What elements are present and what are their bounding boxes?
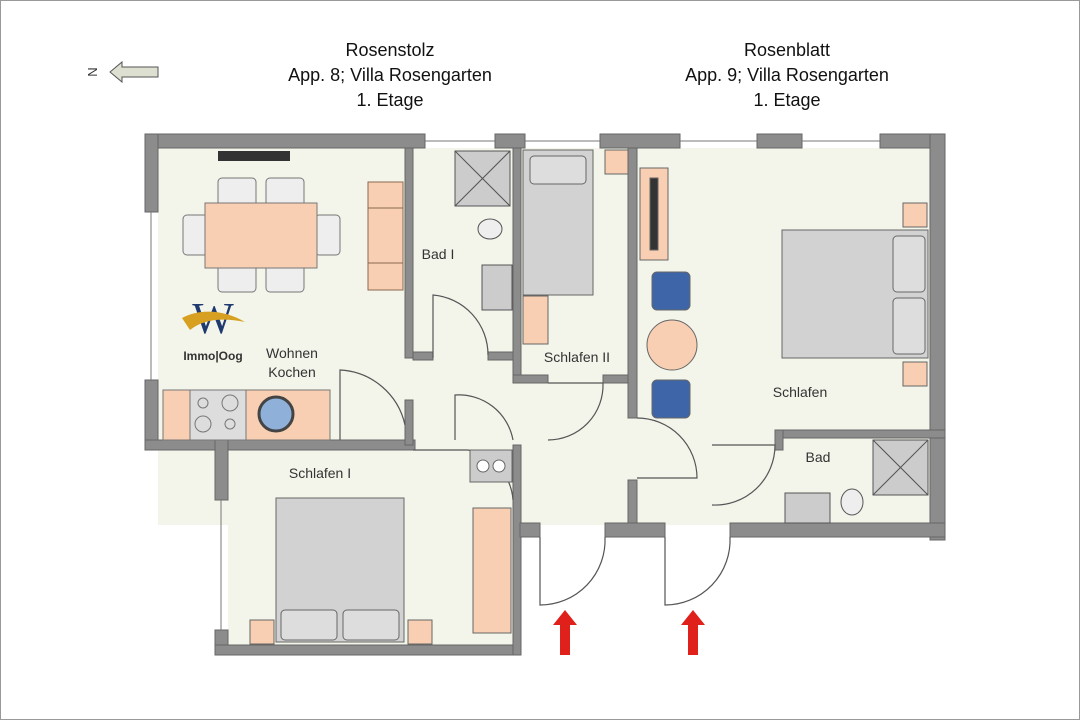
- windows: [150, 140, 880, 630]
- bad1-fixtures: [454, 150, 513, 311]
- apartment-unit: App. 9; Villa Rosengarten: [685, 65, 889, 85]
- room-label-bad1: Bad I: [422, 246, 455, 262]
- compass-label: N: [85, 67, 100, 76]
- apartment-8-title: Rosenstolz App. 8; Villa Rosengarten 1. …: [240, 38, 540, 113]
- room-label-schlafen2: Schlafen II: [544, 349, 610, 365]
- schlafen2-furniture: [522, 149, 629, 345]
- room-label-schlafen: Schlafen: [773, 384, 827, 400]
- entry-arrow-icon: [553, 610, 705, 655]
- sofa: [367, 181, 404, 291]
- room-label-bad: Bad: [806, 449, 831, 465]
- company-logo: W Immo|Oog: [182, 294, 245, 363]
- north-arrow-icon: N: [85, 60, 159, 84]
- dining-set: [182, 177, 341, 293]
- wardrobe-and-stove: [469, 449, 513, 634]
- double-bed: [249, 497, 433, 645]
- apartment-floor: 1. Etage: [753, 90, 821, 110]
- apartment-9-title: Rosenblatt App. 9; Villa Rosengarten 1. …: [637, 38, 937, 113]
- apartment-name: Rosenblatt: [743, 40, 831, 60]
- room-label-schlafen1: Schlafen I: [289, 465, 351, 481]
- tv-icon: [218, 151, 290, 161]
- apartment-name: Rosenstolz: [345, 40, 435, 60]
- room-label-wohnen: Wohnen: [266, 345, 318, 361]
- apartment-floor: 1. Etage: [356, 90, 424, 110]
- bad-fixtures: [784, 439, 929, 524]
- logo-text: Immo|Oog: [183, 349, 242, 363]
- apartment-unit: App. 8; Villa Rosengarten: [288, 65, 492, 85]
- room-label-kochen: Kochen: [268, 364, 315, 380]
- walls: [144, 133, 946, 656]
- kitchen-counter: [162, 389, 331, 441]
- schlafen-furniture: [639, 167, 929, 419]
